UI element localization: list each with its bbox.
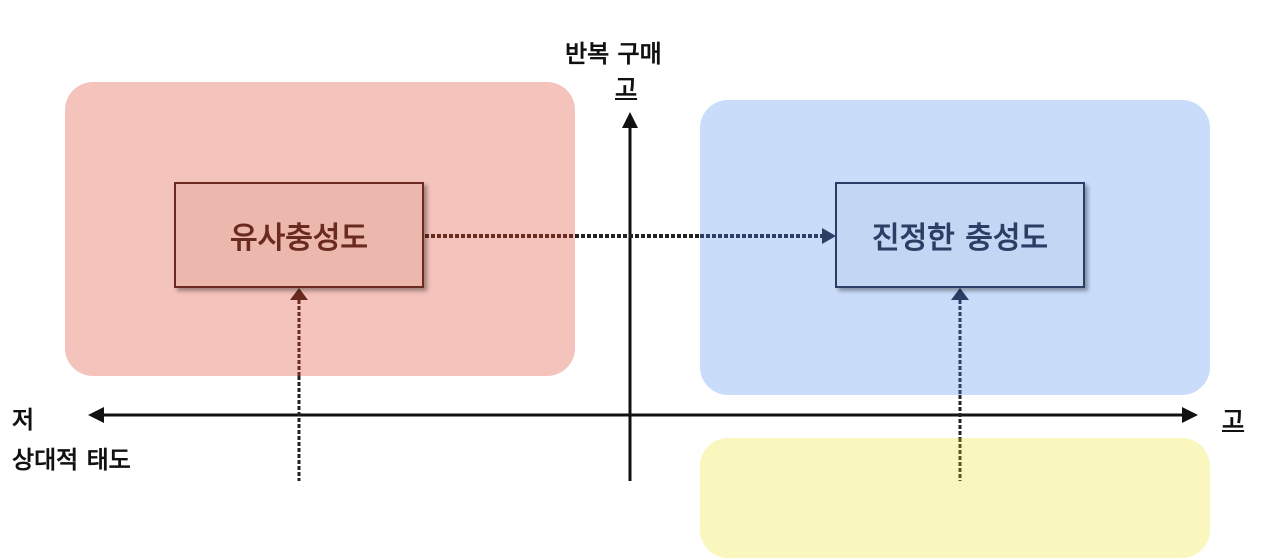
y-axis-high-label: 고 xyxy=(615,74,638,102)
x-axis-high-label: 고 xyxy=(1222,406,1245,434)
x-axis-low-label: 저 xyxy=(12,406,35,434)
node-true-loyalty-label: 진정한 충성도 xyxy=(871,221,1049,256)
y-axis-title: 반복 구매 xyxy=(565,40,662,68)
node-pseudo-loyalty-label: 유사충성도 xyxy=(230,221,368,256)
x-axis-title: 상대적 태도 xyxy=(12,446,131,474)
axes-and-arrows xyxy=(88,112,1198,481)
node-true-loyalty: 진정한 충성도 xyxy=(835,182,1085,288)
node-pseudo-loyalty: 유사충성도 xyxy=(174,182,424,288)
